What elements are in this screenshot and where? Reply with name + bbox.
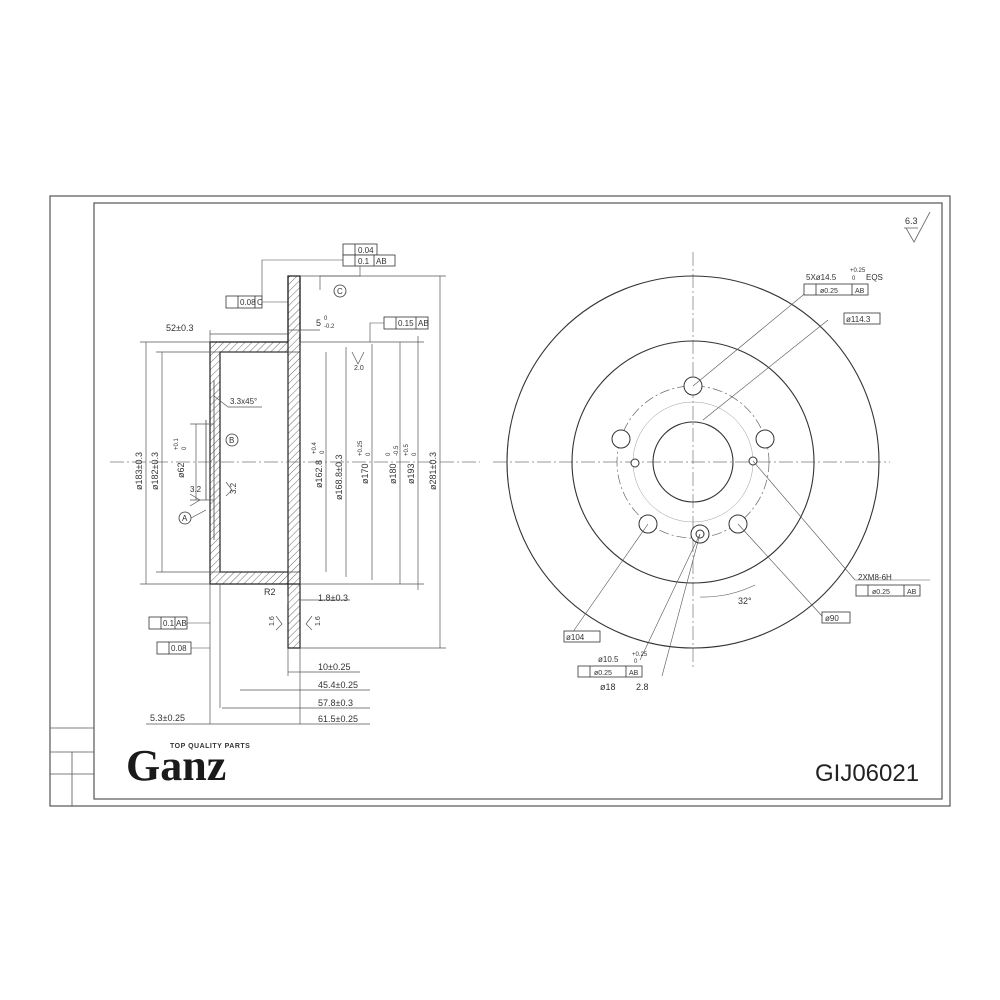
part-number: GIJ06021 [815,760,919,787]
bolt-hole-5 [611,429,631,449]
runout-bot-datum: AB [176,619,187,628]
dia-62-tol: +0.1 [174,437,180,450]
dim-10: 10±0.25 [318,662,350,672]
chamfer-label: 3.3x45° [230,397,257,406]
dia-193: ø193 [406,463,416,484]
runout-bot-tolerance: 0.1 [163,619,175,628]
dia-104: ø104 [566,633,585,642]
parallel-tolerance: 0.08 [240,298,256,307]
dia-170-tol: +0.25 [358,440,364,456]
dim-52: 52±0.3 [166,323,193,333]
dia-62-tol-low: 0 [182,446,188,450]
dim-57-8: 57.8±0.3 [318,698,353,708]
dia-10-5-tol: +0.25 [632,652,648,658]
dim-61-5: 61.5±0.25 [318,714,358,724]
dia-193-tol: +0.5 [404,443,410,456]
datum-b: B [229,436,234,445]
runout-mid-tolerance: 0.15 [398,319,414,328]
finish-3-2-b: 3.2 [229,482,238,494]
dia-162: ø162.8 [314,460,324,488]
dia-90: ø90 [825,614,839,623]
brand-logo: Ganz [126,741,226,790]
dia-62: ø62 [176,462,186,478]
dia-18: ø18 [600,682,616,692]
thread-label: 2XM8-6H [858,573,892,582]
bolt-holes [611,376,775,544]
position-ref-1: AB [855,288,865,295]
finish-1-6-a: 1.6 [269,616,276,626]
dia-180: ø180 [388,463,398,484]
disc-outer-edge [506,275,880,649]
dim-2-8: 2.8 [636,682,649,692]
inner-border [93,202,943,800]
dia-180-tol: 0 [386,452,392,456]
finish-2-0: 2.0 [354,365,364,372]
dia-170: ø170 [360,463,370,484]
position-tol-1: ø0.25 [820,288,838,295]
holes-5x-eqs: EQS [866,273,883,282]
front-view: 5Xø14.5 +0.25 0 EQS ø0.25 AB ø114.3 2XM8… [493,252,930,692]
runout-top-tolerance: 0.1 [358,257,370,266]
position-tol-3: ø0.25 [594,670,612,677]
holes-5x-tol-low: 0 [852,276,856,282]
surface-finish-symbol [904,211,931,243]
dim-5-lower: -0.2 [324,324,335,330]
dim-45-4: 45.4±0.25 [318,680,358,690]
surface-finish-value: 6.3 [905,216,918,226]
dia-10-5-tol-low: 0 [634,659,638,665]
dia-183: ø183±0.3 [134,452,144,490]
cross-section-view: 0.04 0.1 AB 0.08 C C B A 52±0.3 5 0 -0.2… [110,243,480,725]
dia-168: ø168.8±0.3 [334,455,344,500]
datum-a: A [182,514,188,523]
disc-hat-edge [571,340,815,584]
title-block-corner [50,727,94,806]
dim-5-3: 5.3±0.25 [150,713,185,723]
bolt-hole-2 [755,429,775,449]
angle-32: 32° [738,596,752,606]
finish-1-6-b: 1.6 [315,616,322,626]
dia-162-tol: +0.4 [312,441,318,454]
dim-5-upper: 0 [324,316,328,322]
runout-top-datum: AB [376,257,387,266]
dia-10-5: ø10.5 [598,655,619,664]
bolt-circle [616,385,770,539]
position-tol-2: ø0.25 [872,589,890,596]
sheet-frame [49,195,951,807]
dia-162-tol-low: 0 [320,450,326,454]
dia-182: ø182±0.3 [150,452,160,490]
dia-114-3: ø114.3 [846,315,871,324]
dim-5: 5 [316,318,321,328]
dia-170-tol-low: 0 [366,452,372,456]
parallel-datum: C [257,298,263,307]
dia-193-tol-low: 0 [412,452,418,456]
runout-mid-datum: AB [418,319,429,328]
holes-5x-label: 5Xø14.5 [806,273,837,282]
position-ref-2: AB [907,589,917,596]
flatness-bot-tolerance: 0.08 [171,644,187,653]
radius-r2: R2 [264,587,276,597]
finish-3-2-a: 3.2 [190,485,202,494]
outer-border [49,195,951,807]
brand-tagline: TOP QUALITY PARTS [170,743,250,750]
thread-hole-1 [630,458,640,468]
datum-c: C [337,287,343,296]
position-ref-3: AB [629,670,639,677]
dim-1-8: 1.8±0.3 [318,593,348,603]
dia-180-tol-low: -0.5 [394,445,400,456]
dia-281: ø281±0.3 [428,452,438,490]
flatness-tolerance: 0.04 [358,246,374,255]
holes-5x-tol: +0.25 [850,268,866,274]
center-bore [652,421,734,503]
